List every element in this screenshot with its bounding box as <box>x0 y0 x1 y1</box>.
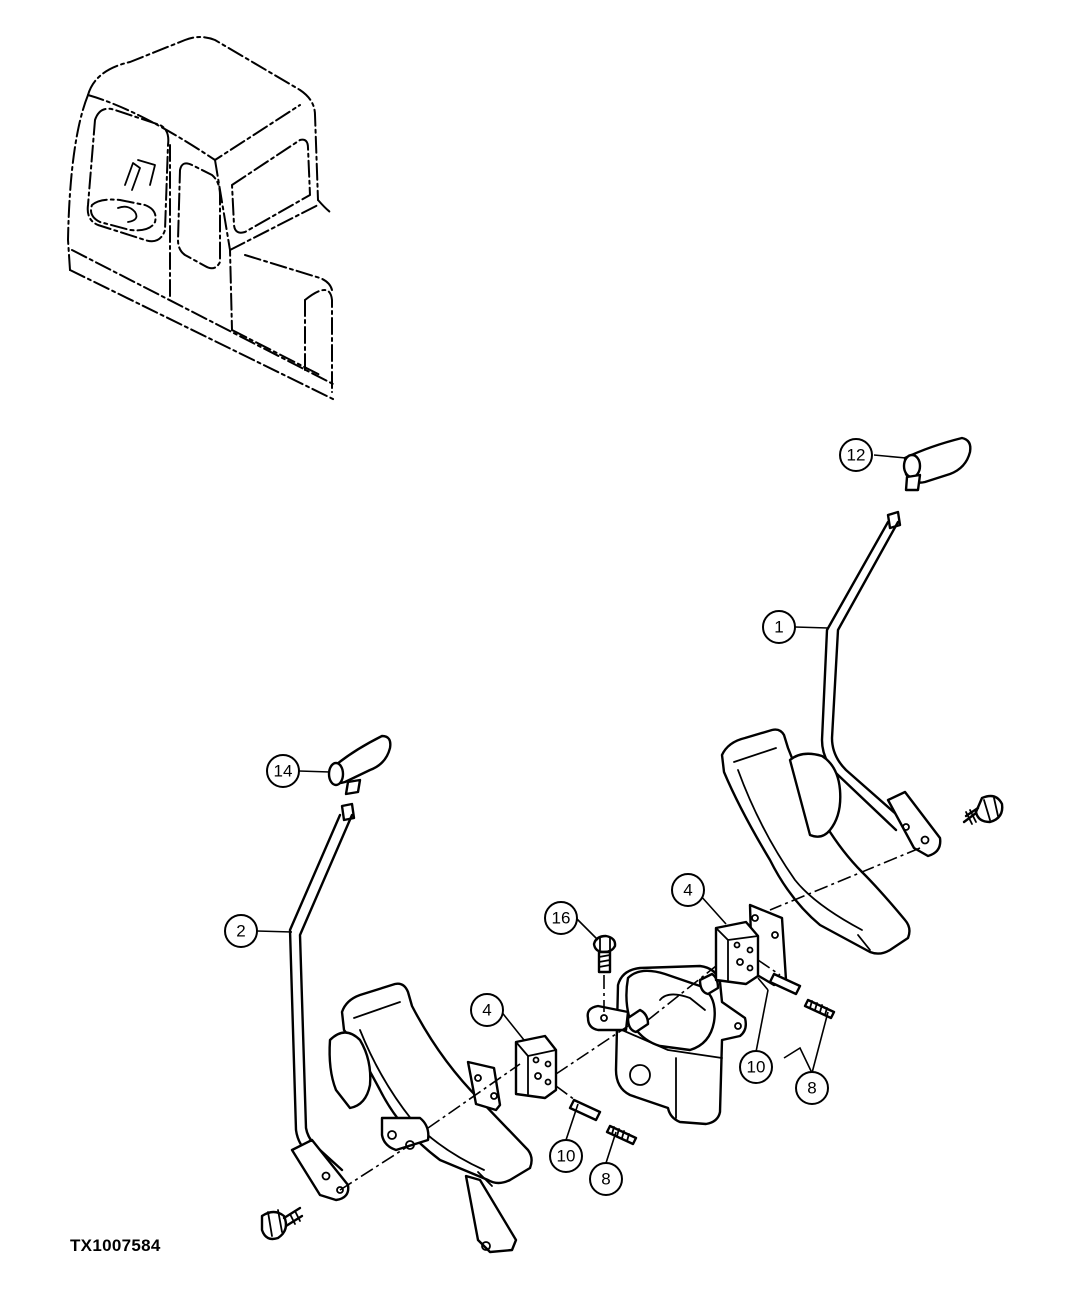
figure-id-label: TX1007584 <box>70 1236 161 1255</box>
axis-line-right <box>769 847 921 911</box>
callout-8-left: 8 <box>589 1131 623 1196</box>
axis-line-center-right <box>647 959 781 1021</box>
pin-and-spring-left <box>568 1098 638 1146</box>
screw-16 <box>592 934 617 974</box>
callout-12: 12 <box>839 438 907 472</box>
callout-4-left-label: 4 <box>482 1001 491 1020</box>
callout-4-right-label: 4 <box>683 881 692 900</box>
lever-knob-14 <box>327 734 392 796</box>
callout-8-right: 8 <box>783 1011 829 1105</box>
lever-knob-12 <box>902 436 972 492</box>
bolt-right <box>962 794 1004 825</box>
callout-1: 1 <box>762 610 829 644</box>
callout-14: 14 <box>266 754 331 788</box>
callout-1-label: 1 <box>774 618 783 637</box>
control-bracket-right <box>720 728 911 987</box>
spacer-block-left <box>514 1034 558 1100</box>
callout-14-label: 14 <box>274 762 293 781</box>
callout-10-left-label: 10 <box>557 1147 576 1166</box>
pin-and-spring-right <box>768 972 836 1020</box>
axis-line-pin-left <box>555 1085 576 1101</box>
callout-16: 16 <box>544 901 599 941</box>
callout-2-label: 2 <box>236 922 245 941</box>
axis-line-center-left <box>555 1025 629 1075</box>
callout-10-right: 10 <box>739 977 773 1084</box>
bolt-left <box>260 1206 304 1241</box>
cab-illustration <box>67 36 336 401</box>
callout-12-label: 12 <box>847 446 866 465</box>
lever-rod-2 <box>288 802 356 1202</box>
callout-4-left: 4 <box>470 993 525 1041</box>
callout-8-left-label: 8 <box>601 1170 610 1189</box>
callout-16-label: 16 <box>552 909 571 928</box>
control-bracket-left <box>328 982 533 1254</box>
axis-line-left <box>339 1063 521 1191</box>
callout-4-right: 4 <box>671 873 727 925</box>
spacer-block-right <box>714 920 760 986</box>
pilot-valve-body <box>586 964 748 1126</box>
callout-10-right-label: 10 <box>747 1058 766 1077</box>
callout-10-left: 10 <box>549 1103 583 1173</box>
callout-2: 2 <box>224 914 293 948</box>
callout-8-right-label: 8 <box>807 1079 816 1098</box>
